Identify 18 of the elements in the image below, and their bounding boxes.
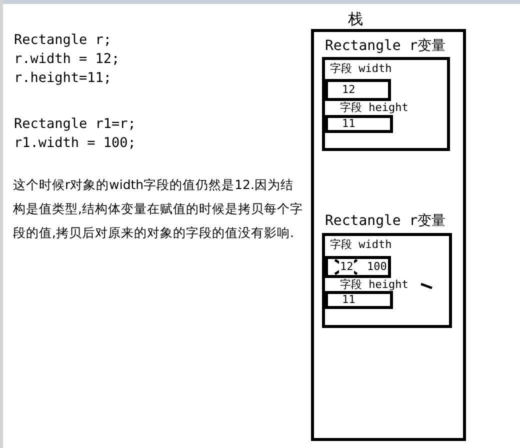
field-label: 字段 width	[330, 62, 392, 76]
value-text: 100	[367, 260, 387, 274]
code-line: r.width = 12;	[14, 50, 120, 68]
explanation-text: 这个时候r对象的width字段的值仍然是12.因为结构是值类型,结构体变量在赋值的时候是拷贝每个字段的值,拷贝后对原来的对象的字段的值没有影响.	[13, 176, 304, 242]
value-text: 11	[342, 117, 356, 131]
field-label: 字段 height	[340, 101, 408, 115]
struct-heading: Rectangle r变量	[325, 212, 446, 230]
code-line: Rectangle r;	[14, 31, 112, 49]
code-line: Rectangle r1=r;	[14, 115, 136, 133]
struct-heading: Rectangle r变量	[325, 37, 446, 55]
stack-heading: 栈	[348, 10, 363, 29]
code-line: r.height=11;	[14, 69, 112, 87]
code-line: r1.width = 100;	[14, 134, 136, 152]
value-text: 11	[342, 293, 356, 307]
value-text: 12	[342, 83, 356, 97]
field-label: 字段 height	[340, 278, 408, 292]
field-label: 字段 width	[330, 238, 392, 252]
crossed-value: 12	[339, 260, 354, 274]
